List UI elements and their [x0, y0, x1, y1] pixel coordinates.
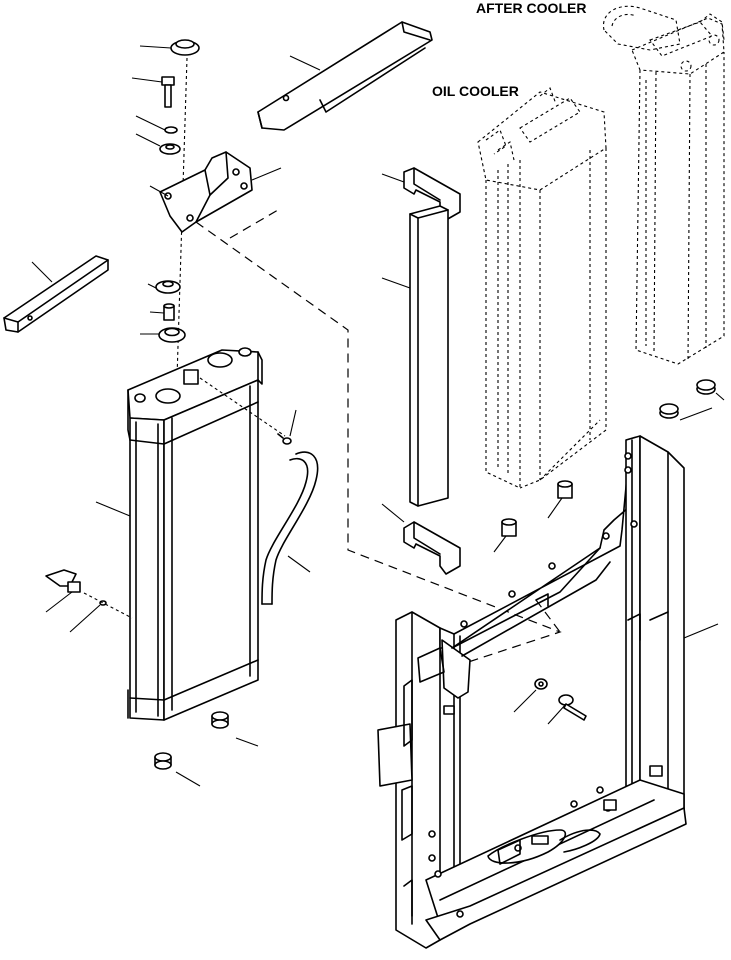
flat-washer-hole [165, 144, 175, 150]
oil-cooler-label: OIL COOLER [432, 83, 519, 99]
upper-mounting-bracket [159, 151, 253, 233]
top-guard-plate [257, 21, 433, 131]
mounting-bolt [161, 76, 175, 108]
cooler-mount-rubber-a [557, 480, 573, 499]
vertical-seal-strip [409, 205, 449, 507]
collar [163, 303, 175, 321]
frame-bolt [558, 694, 587, 721]
radiator-core [127, 347, 263, 721]
oil-cooler [477, 87, 607, 489]
mount-rubber-lower [158, 327, 186, 343]
hose-clamp [277, 433, 292, 445]
lower-seal-channel [403, 521, 461, 575]
frame-washer [534, 678, 548, 690]
cooler-mount-rubber-b [501, 518, 517, 537]
radiator-mount-rubber-b [154, 752, 172, 770]
cooling-frame [377, 435, 687, 949]
cooler-mount-rubber-c [696, 379, 716, 395]
assembly-centerline [175, 57, 188, 411]
drain-plug [45, 569, 81, 593]
side-seal-strip [3, 255, 109, 333]
small-washer [164, 126, 178, 134]
radiator-cap [170, 39, 200, 56]
cooler-mount-rubber-d [659, 403, 679, 419]
after-cooler-label: AFTER COOLER [476, 0, 586, 16]
overflow-hose [261, 451, 319, 605]
after-cooler [603, 5, 725, 365]
callout-leaders [31, 45, 725, 787]
radiator-mount-rubber-a [211, 711, 229, 729]
